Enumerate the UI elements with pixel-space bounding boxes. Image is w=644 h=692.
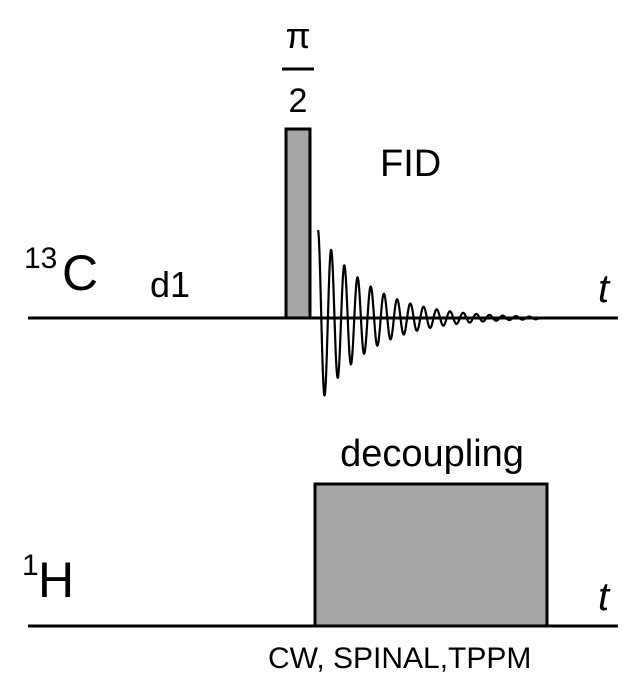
proton-isotope-mass: 1: [22, 549, 39, 582]
carbon-channel: 13 C d1 π 2 FID t: [24, 15, 618, 397]
pulse-angle-numerator: π: [286, 15, 311, 56]
decoupling-label: decoupling: [340, 433, 524, 475]
decoupling-block: [313, 482, 549, 628]
carbon-isotope-mass: 13: [24, 242, 57, 275]
delay-label: d1: [150, 264, 190, 305]
proton-time-axis-label: t: [598, 575, 611, 619]
carbon-time-axis-label: t: [598, 267, 611, 311]
fid-label: FID: [380, 143, 441, 185]
proton-channel: 1 H decoupling CW, SPINAL,TPPM t: [22, 433, 618, 675]
proton-element-label: H: [38, 552, 74, 608]
pi-half-pulse: [284, 127, 312, 320]
pulse-angle-denominator: 2: [289, 82, 308, 120]
carbon-element-label: C: [62, 245, 98, 301]
decoupling-schemes-label: CW, SPINAL,TPPM: [268, 642, 531, 675]
fid-signal: [316, 229, 541, 397]
